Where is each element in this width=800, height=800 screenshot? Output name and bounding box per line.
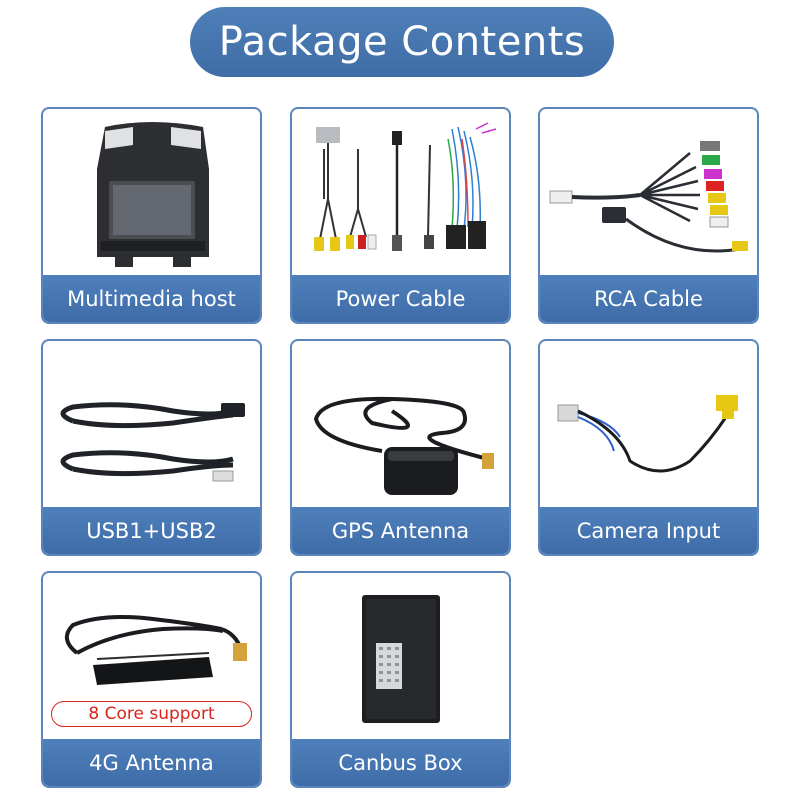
item-label: GPS Antenna	[292, 507, 509, 554]
item-card-multimedia-host: Multimedia host	[41, 107, 262, 324]
item-card-camera-input: Camera Input	[538, 339, 759, 556]
head-unit-icon	[43, 109, 260, 277]
power-cable-icon	[292, 109, 509, 277]
rca-cable-icon	[540, 109, 757, 277]
item-label: Power Cable	[292, 275, 509, 322]
item-card-rca-cable: RCA Cable	[538, 107, 759, 324]
item-card-gps-antenna: GPS Antenna	[290, 339, 511, 556]
item-card-usb: USB1+USB2	[41, 339, 262, 556]
item-label: 4G Antenna	[43, 739, 260, 786]
item-label: Camera Input	[540, 507, 757, 554]
4g-antenna-icon	[43, 573, 260, 741]
item-card-canbus-box: Canbus Box	[290, 571, 511, 788]
item-label: Canbus Box	[292, 739, 509, 786]
item-label: USB1+USB2	[43, 507, 260, 554]
page-title: Package Contents	[190, 7, 614, 77]
item-label: Multimedia host	[43, 275, 260, 322]
feature-badge: 8 Core support	[51, 701, 252, 727]
item-card-power-cable: Power Cable	[290, 107, 511, 324]
gps-antenna-icon	[292, 341, 509, 509]
canbus-box-icon	[292, 573, 509, 741]
item-label: RCA Cable	[540, 275, 757, 322]
camera-input-cable-icon	[540, 341, 757, 509]
usb-cable-icon	[43, 341, 260, 509]
item-card-4g-antenna: 8 Core support 4G Antenna	[41, 571, 262, 788]
